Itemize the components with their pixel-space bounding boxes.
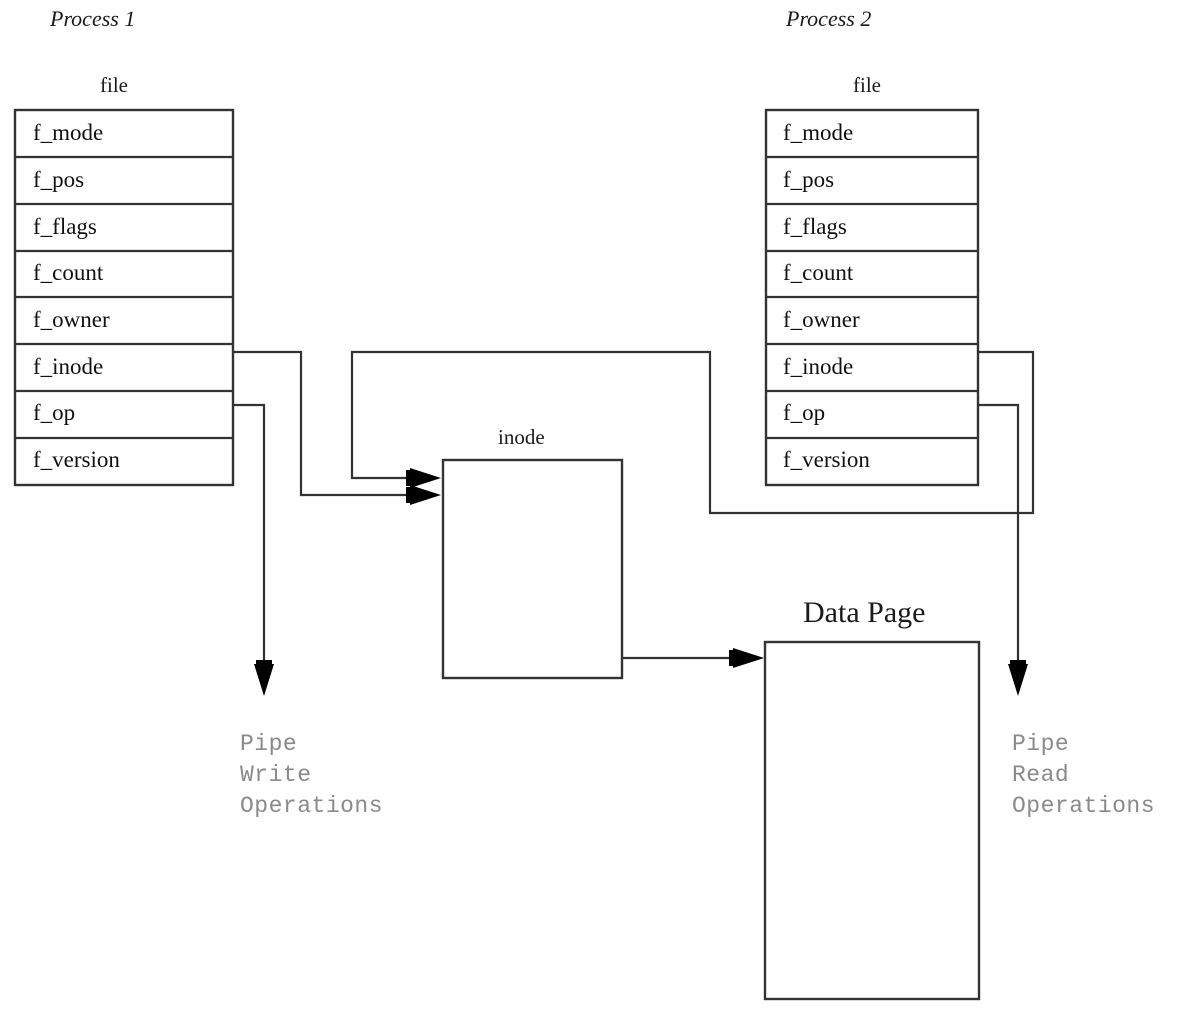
connector-p1-fop-to-pipe-write [233, 403, 266, 678]
data-page-box [763, 640, 981, 1001]
file-struct-label-left: file [100, 73, 128, 97]
file-struct-table-right: f_mode f_pos f_flags f_count f_owner f_i… [764, 108, 980, 487]
field-f-flags: f_flags [783, 214, 847, 239]
field-f-pos: f_pos [783, 167, 834, 192]
field-f-inode: f_inode [33, 354, 103, 379]
file-struct-table-left: f_mode f_pos f_flags f_count f_owner f_i… [13, 108, 235, 487]
field-f-version: f_version [783, 447, 870, 472]
inode-box [441, 458, 624, 680]
field-f-op: f_op [33, 400, 75, 425]
pipe-read-line-2: Read [1012, 762, 1069, 788]
arrowhead-into-data-page [729, 648, 764, 668]
pipe-write-line-3: Operations [240, 793, 383, 819]
field-f-owner: f_owner [33, 307, 110, 332]
connector-p2-fop-to-pipe-read [978, 403, 1020, 678]
arrowhead-into-inode-upper [406, 468, 441, 488]
field-f-version: f_version [33, 447, 120, 472]
process-1-title: Process 1 [49, 6, 135, 31]
field-f-flags: f_flags [33, 214, 97, 239]
field-f-pos: f_pos [33, 167, 84, 192]
pipe-write-line-2: Write [240, 762, 312, 788]
inode-label: inode [498, 425, 545, 449]
field-f-op: f_op [783, 400, 825, 425]
arrowhead-into-inode-lower [406, 485, 441, 505]
arrowhead-pipe-read [1008, 660, 1028, 696]
process-2-title: Process 2 [785, 6, 871, 31]
field-f-count: f_count [783, 260, 854, 285]
pipe-write-line-1: Pipe [240, 731, 297, 757]
arrowhead-pipe-write [254, 660, 274, 696]
connector-p1-finode-to-inode [233, 350, 430, 497]
pipe-write-operations-note: Pipe Write Operations [240, 731, 383, 819]
pipe-read-line-3: Operations [1012, 793, 1155, 819]
field-f-inode: f_inode [783, 354, 853, 379]
field-f-owner: f_owner [783, 307, 860, 332]
field-f-mode: f_mode [33, 120, 103, 145]
file-struct-label-right: file [853, 73, 881, 97]
connector-p2-finode-to-inode [350, 350, 1035, 515]
field-f-mode: f_mode [783, 120, 853, 145]
pipe-read-operations-note: Pipe Read Operations [1012, 731, 1155, 819]
data-page-label: Data Page [803, 596, 925, 629]
pipe-read-line-1: Pipe [1012, 731, 1069, 757]
field-f-count: f_count [33, 260, 104, 285]
